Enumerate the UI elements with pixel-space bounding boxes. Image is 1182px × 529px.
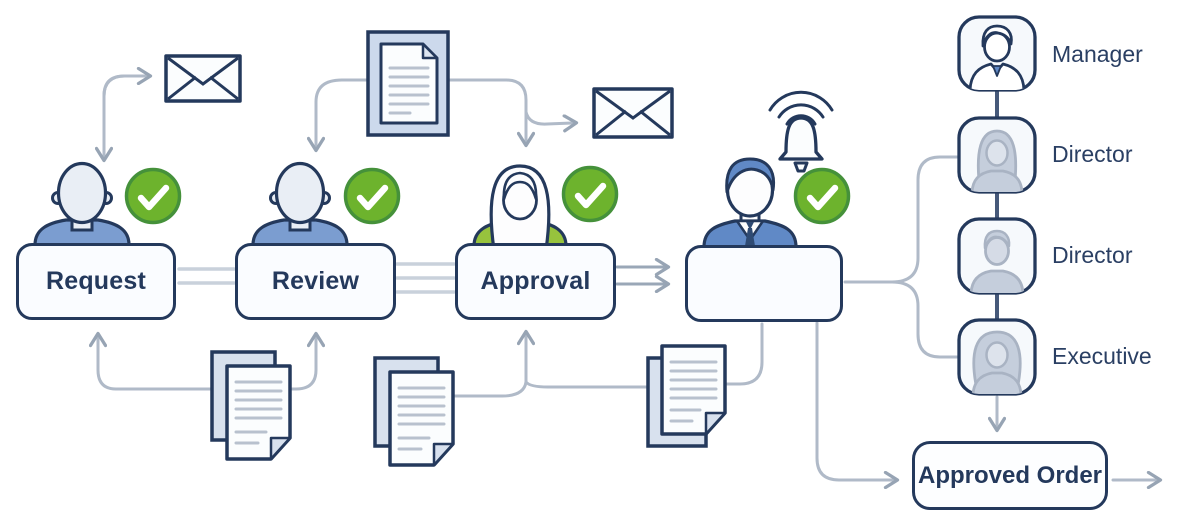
stage-label-approval: Approval	[480, 267, 591, 295]
person-male-icon	[33, 161, 131, 255]
connector-stage4-to-executive	[890, 280, 959, 359]
approved-order-label: Approved Order	[917, 461, 1103, 489]
connector-stage4-to-director	[843, 155, 959, 284]
stage-label-review: Review	[271, 267, 360, 295]
connector-documents-to-request	[98, 338, 214, 391]
connector-documents-to-approval	[453, 336, 526, 398]
stacked-documents-icon	[646, 344, 727, 448]
approved-check-icon	[124, 167, 182, 225]
approval-forward-arrows	[615, 267, 664, 284]
approved-check-icon	[793, 167, 851, 225]
connector-document-to-review	[316, 78, 370, 146]
connector-approval-to-email	[524, 110, 572, 124]
stacked-documents-icon	[373, 356, 455, 467]
stage-label-request: Request	[45, 267, 147, 295]
role-label-director-1: Director	[1052, 141, 1133, 167]
connector-document-to-approval	[446, 78, 526, 141]
approved-order-box: Approved Order	[912, 441, 1108, 510]
connector-email-to-request	[104, 74, 127, 156]
role-label-executive: Executive	[1052, 343, 1152, 369]
connector-documents-to-review	[288, 338, 316, 391]
document-icon	[366, 30, 450, 137]
connector-stage4-to-approved-order	[815, 321, 893, 480]
stacked-documents-icon	[210, 350, 292, 461]
stage-box-final-review	[685, 245, 843, 322]
role-label-director-2: Director	[1052, 242, 1133, 268]
connector-documents-to-stage4	[725, 322, 764, 386]
stage-rails	[177, 262, 456, 294]
approved-check-icon	[561, 165, 619, 223]
notification-bell-icon	[768, 90, 834, 173]
connector-request-to-email	[102, 76, 146, 98]
avatar-director-2	[957, 217, 1037, 295]
stage-box-review: Review	[235, 243, 396, 320]
person-male-icon	[251, 161, 349, 255]
approved-check-icon	[343, 167, 401, 225]
avatar-director-1	[957, 116, 1037, 194]
avatar-manager	[957, 15, 1037, 92]
envelope-icon	[592, 87, 674, 139]
person-suit-icon	[702, 157, 798, 256]
connector-documents-link	[524, 380, 650, 389]
person-female-icon	[472, 164, 568, 255]
envelope-icon	[164, 54, 242, 103]
stage-box-approval: Approval	[455, 243, 616, 320]
role-label-manager: Manager	[1052, 41, 1143, 67]
stage-box-request: Request	[16, 243, 176, 320]
avatar-executive	[957, 318, 1037, 396]
connectors	[98, 76, 1156, 480]
